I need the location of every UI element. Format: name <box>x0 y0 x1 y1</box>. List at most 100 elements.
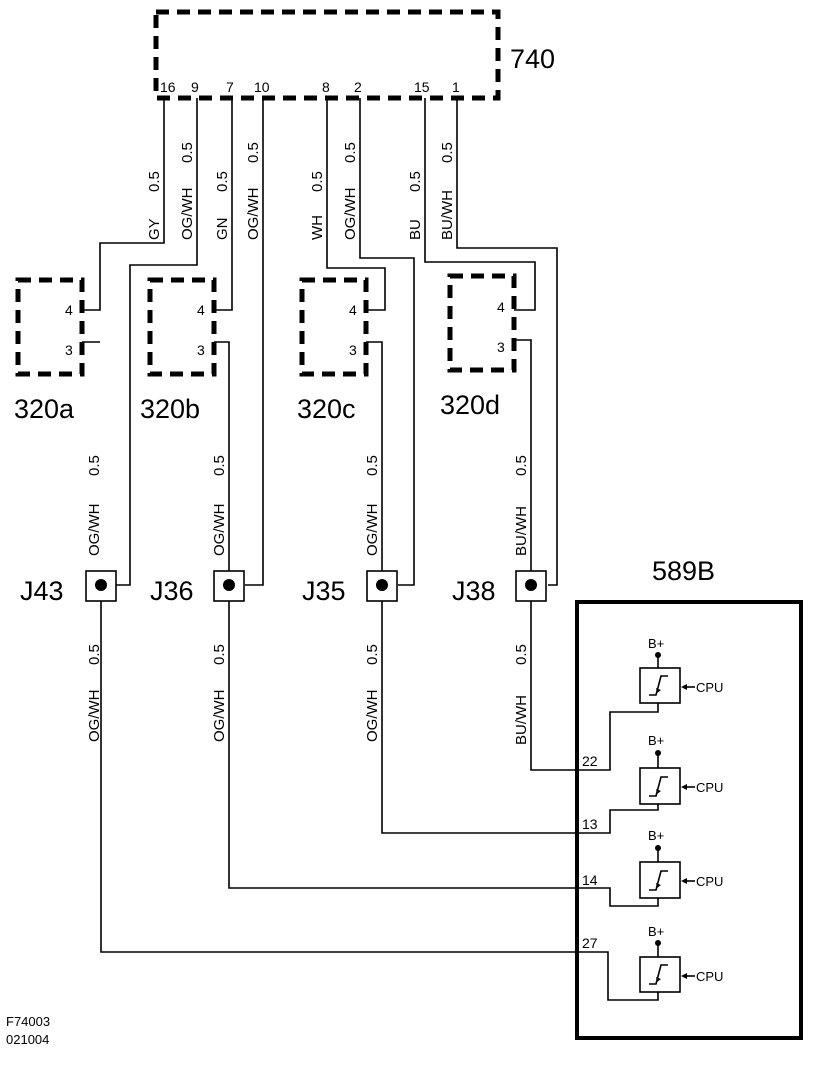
driver-22-control: CPU <box>696 680 723 695</box>
wire-label-bu-color: BU <box>407 219 424 240</box>
junction-j43-box <box>85 570 117 602</box>
mid-label-1-color: OG/WH <box>86 504 103 557</box>
sensor-320c-pin3-wire <box>366 341 383 585</box>
mid-label-4-color: BU/WH <box>513 506 530 556</box>
sensor-320c-pin3: 3 <box>349 342 357 358</box>
pin-740-15: 15 <box>414 79 430 95</box>
junction-j35-dot <box>376 579 388 591</box>
mid-label-2-color: OG/WH <box>211 504 228 557</box>
figure-id: F74003 <box>6 1014 50 1029</box>
wire-wh <box>326 98 386 311</box>
sensor-320b-pin3-wire <box>214 341 230 585</box>
low-label-2-color: OG/WH <box>211 690 228 743</box>
wire-label-bu-size: 0.5 <box>407 171 424 192</box>
driver-27-control: CPU <box>696 969 723 984</box>
driver-14-supply: B+ <box>648 828 664 843</box>
sensor-320d-label: 320d <box>440 390 500 420</box>
sensor-320c-pin4: 4 <box>349 302 357 318</box>
wire-og-wh-pin2 <box>359 98 415 586</box>
sensor-320a-label: 320a <box>14 394 75 424</box>
junction-j43-label: J43 <box>20 576 64 606</box>
wire-og-wh-pin10 <box>245 98 264 586</box>
wire-label-9-size: 0.5 <box>179 142 196 163</box>
wire-bu-wh-top <box>456 98 558 586</box>
sensor-320a-pin4: 4 <box>65 302 73 318</box>
driver-13-control: CPU <box>696 780 723 795</box>
wire-label-10-size: 0.5 <box>245 142 262 163</box>
pin-740-7: 7 <box>226 79 234 95</box>
mid-label-4-size: 0.5 <box>513 455 530 476</box>
wire-label-gy-color: GY <box>146 218 163 240</box>
wire-label-gn-size: 0.5 <box>214 171 231 192</box>
pin-740-9: 9 <box>191 79 199 95</box>
wire-label-9-color: OG/WH <box>179 188 196 241</box>
wire-bu-wh-to-22 <box>530 601 659 771</box>
mid-label-2-size: 0.5 <box>211 455 228 476</box>
sensor-320d-box <box>447 273 517 373</box>
driver-pin-14: 14 B+ CPU <box>582 828 723 899</box>
sensor-320a-box <box>15 277 85 377</box>
pin-740-10: 10 <box>254 79 270 95</box>
sensor-320d-pin3: 3 <box>497 339 505 355</box>
sensor-320d-pin4: 4 <box>497 299 505 315</box>
wire-label-2-color: OG/WH <box>342 188 359 241</box>
pin-740-2: 2 <box>354 79 362 95</box>
low-label-3-size: 0.5 <box>364 644 381 665</box>
sensor-320b-pin3: 3 <box>197 342 205 358</box>
junction-j35-label: J35 <box>302 576 346 606</box>
wire-label-2-size: 0.5 <box>342 142 359 163</box>
module-589b-box <box>575 600 803 1040</box>
driver-13-switch <box>639 767 681 805</box>
driver-13-pin: 13 <box>582 816 598 832</box>
wire-label-gy-size: 0.5 <box>146 171 163 192</box>
wire-label-1-size: 0.5 <box>439 142 456 163</box>
driver-14-pin: 14 <box>582 872 598 888</box>
low-label-1-color: OG/WH <box>86 690 103 743</box>
junction-j38-dot <box>525 579 537 591</box>
sensor-320d-pin3-wire <box>514 339 532 585</box>
low-label-1-size: 0.5 <box>86 644 103 665</box>
low-label-2-size: 0.5 <box>211 644 228 665</box>
junction-j36-label: J36 <box>150 576 194 606</box>
wire-og-wh-to-13 <box>381 601 659 834</box>
junction-j36-dot <box>223 579 235 591</box>
wire-bu <box>424 98 536 311</box>
low-label-4-size: 0.5 <box>513 644 530 665</box>
wire-label-wh-color: WH <box>309 215 326 240</box>
wire-label-gn-color: GN <box>214 218 231 241</box>
wire-label-1-color: BU/WH <box>439 190 456 240</box>
low-label-3-color: OG/WH <box>364 690 381 743</box>
wire-gn <box>214 98 233 311</box>
mid-label-1-size: 0.5 <box>86 455 103 476</box>
sensor-320c-box <box>299 277 369 377</box>
driver-14-control: CPU <box>696 874 723 889</box>
driver-27-supply: B+ <box>648 924 664 939</box>
junction-j43-dot <box>95 579 107 591</box>
driver-pin-27: 27 B+ CPU <box>582 924 723 993</box>
driver-14-switch <box>639 861 681 899</box>
junction-j38-label: J38 <box>452 576 496 606</box>
module-740-label: 740 <box>510 44 555 74</box>
date-code: 021004 <box>6 1032 49 1047</box>
sensor-320b-pin4: 4 <box>197 302 205 318</box>
sensor-320a-pin3: 3 <box>65 342 73 358</box>
mid-label-3-size: 0.5 <box>364 455 381 476</box>
sensor-320b-box <box>147 277 217 377</box>
wire-og-wh-pin9 <box>116 98 198 586</box>
driver-pin-13: 13 B+ CPU <box>582 733 723 832</box>
pin-740-16: 16 <box>160 79 176 95</box>
driver-13-supply: B+ <box>648 733 664 748</box>
pin-740-8: 8 <box>322 79 330 95</box>
driver-27-switch <box>639 956 681 993</box>
driver-22-switch <box>639 667 681 704</box>
wire-og-wh-to-14 <box>228 601 659 907</box>
module-589b-label: 589B <box>652 556 715 586</box>
wire-gy <box>82 98 165 311</box>
driver-22-pin: 22 <box>582 753 598 769</box>
driver-27-pin: 27 <box>582 935 598 951</box>
low-label-4-color: BU/WH <box>513 695 530 745</box>
driver-pin-22: 22 B+ CPU <box>582 636 723 769</box>
wire-og-wh-to-27 <box>100 601 659 1001</box>
sensor-320c-label: 320c <box>297 394 356 424</box>
